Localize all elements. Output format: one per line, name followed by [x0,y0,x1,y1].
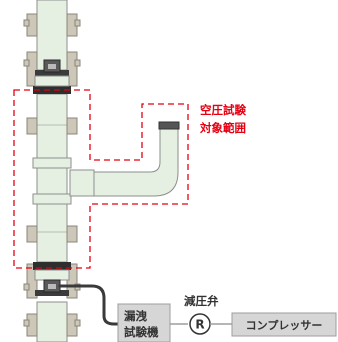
clamp-mid-lower [26,225,78,243]
pipe-socket-lower [32,193,72,205]
vertical-pipe [32,0,72,342]
branch-pipe [69,121,180,197]
clamp-upper-plug [23,51,81,87]
test-scope-label-line1: 空圧試験 [200,103,246,117]
clamp-top [23,13,81,37]
leak-tester-label-line1: 漏洩 [124,309,147,323]
compressor-box [231,312,337,337]
leak-tester-label-line2: 試験機 [124,325,159,339]
test-scope-outline [13,89,189,269]
regulator-icon: R [189,313,211,335]
branch-elbow [93,127,179,197]
branch-cap [158,121,180,130]
pipe-bottom-section [36,301,68,342]
regulator-symbol: R [195,318,204,332]
pressure-reducing-valve-label: 減圧弁 [184,294,219,308]
clamp-mid-upper [26,117,78,135]
test-plug-lower [33,262,71,296]
clamp-bottom [23,313,81,337]
test-plug-upper [33,59,71,94]
compressor-label: コンプレッサー [246,318,323,332]
leak-tester-box [117,303,171,342]
air-hose [58,284,120,326]
branch-fitting [69,169,95,197]
test-scope-label-line2: 対象範囲 [199,121,246,135]
pipe-middle-section [36,93,68,263]
pipe-socket-upper [32,157,72,169]
